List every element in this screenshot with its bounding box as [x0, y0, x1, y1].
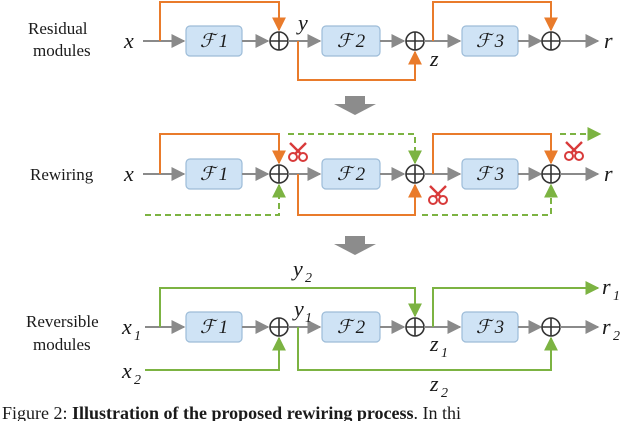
- add-node: [541, 317, 561, 337]
- reversible-y1: y: [292, 296, 304, 321]
- residual-skip-3: [432, 133, 558, 174]
- down-arrow-icon: [334, 236, 376, 255]
- residual-panel: Residual modules x ℱ 1 y ℱ 2 z ℱ 3 r: [28, 1, 613, 81]
- residual-skip-3: [432, 1, 558, 41]
- residual-label-line2: modules: [33, 41, 91, 60]
- rewiring-output-r: r: [604, 161, 613, 186]
- residual-r: r: [604, 28, 613, 53]
- reversible-r2-sub: 2: [613, 329, 620, 344]
- add-node: [405, 164, 425, 184]
- reversible-label-line1: Reversible: [26, 312, 99, 331]
- f3-label: ℱ 3: [476, 31, 504, 52]
- add-node: [269, 31, 289, 51]
- reversible-r1-sub: 1: [613, 289, 620, 304]
- rewiring-label: Rewiring: [30, 165, 94, 184]
- reversible-x1: x: [121, 314, 132, 339]
- rewired-skip-3: [422, 183, 558, 216]
- f1-label: ℱ 1: [200, 164, 228, 185]
- reversible-r2: r: [602, 314, 611, 339]
- residual-label-line1: Residual: [28, 19, 88, 38]
- reversible-z1-sub: 1: [441, 346, 448, 361]
- scissors-icon: [427, 184, 449, 206]
- down-arrow-icon: [334, 96, 376, 115]
- rewiring-panel: Rewiring x ℱ 1 ℱ 2 ℱ 3 r: [30, 127, 613, 216]
- residual-skip-2: [297, 174, 422, 216]
- rewiring-input-x: x: [123, 161, 134, 186]
- figure-caption: Figure 2: Illustration of the proposed r…: [2, 403, 461, 421]
- reversible-x2: x: [121, 358, 132, 383]
- reversible-skip-x1: [159, 287, 422, 327]
- reversible-x1-sub: 1: [134, 329, 141, 344]
- f2-label: ℱ 2: [337, 164, 366, 185]
- reversible-y2-sub: 2: [305, 271, 312, 286]
- reversible-z1: z: [429, 331, 439, 356]
- f3-label: ℱ 3: [476, 317, 504, 338]
- residual-skip-1: [159, 133, 286, 174]
- f2-label: ℱ 2: [337, 31, 366, 52]
- reversible-panel: Reversible modules x 1 x 2 ℱ 1 y 1 ℱ 2 z…: [26, 256, 620, 401]
- reversible-label-line2: modules: [33, 335, 91, 354]
- rewired-skip-1: [145, 183, 286, 216]
- reversible-z2-sub: 2: [441, 386, 448, 401]
- add-node: [405, 317, 425, 337]
- scissors-icon: [287, 141, 309, 163]
- f1-label: ℱ 1: [200, 317, 228, 338]
- f3-label: ℱ 3: [476, 164, 504, 185]
- caption-suffix: . In thi: [414, 403, 462, 421]
- residual-z: z: [429, 46, 439, 71]
- residual-skip-2: [297, 41, 422, 81]
- f2-label: ℱ 2: [337, 317, 366, 338]
- reversible-skip-z1: [432, 281, 600, 327]
- rewired-skip-2: [288, 133, 422, 165]
- reversible-y2: y: [291, 256, 303, 281]
- reversible-skip-x2: [145, 336, 286, 371]
- reversible-y1-sub: 1: [305, 311, 312, 326]
- scissors-icon: [563, 140, 585, 162]
- add-node: [541, 31, 561, 51]
- caption-prefix: Figure 2:: [2, 403, 72, 421]
- add-node: [269, 317, 289, 337]
- add-node: [405, 31, 425, 51]
- f1-label: ℱ 1: [200, 31, 228, 52]
- add-node: [269, 164, 289, 184]
- residual-skip-1: [159, 1, 286, 41]
- caption-bold: Illustration of the proposed rewiring pr…: [72, 403, 414, 421]
- reversible-z2: z: [429, 371, 439, 396]
- reversible-skip-y1: [297, 327, 558, 371]
- residual-input-x: x: [123, 28, 134, 53]
- reversible-r1: r: [602, 274, 611, 299]
- add-node: [541, 164, 561, 184]
- residual-y: y: [296, 10, 308, 35]
- reversible-x2-sub: 2: [134, 373, 141, 388]
